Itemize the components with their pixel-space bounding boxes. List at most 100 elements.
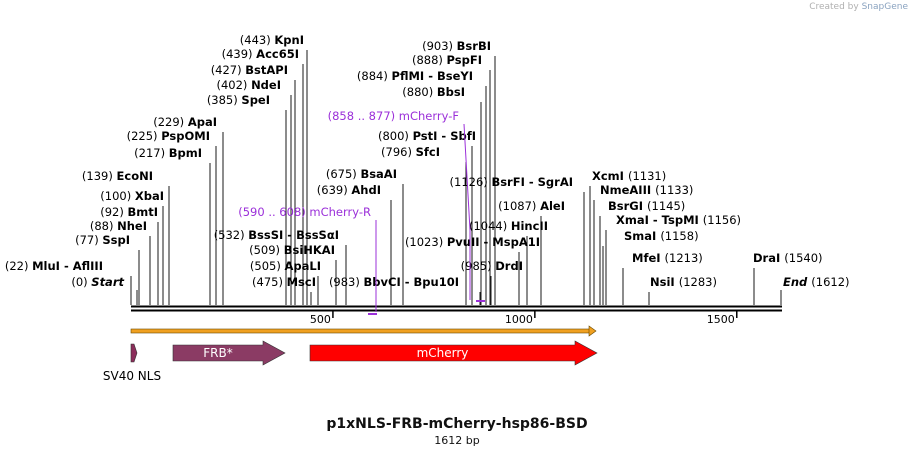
site-label: (509) BsiHKAI xyxy=(249,243,335,257)
feature-arrow xyxy=(172,340,286,366)
site-enzyme-name: HincII xyxy=(511,219,548,233)
site-label: DraI (1540) xyxy=(753,251,823,265)
site-position: (884) xyxy=(357,69,392,83)
restriction-site-sfci: (796) SfcI xyxy=(381,145,467,305)
primer-mcherry-r: (590 .. 608) mCherry-R xyxy=(238,205,377,315)
site-position: (439) xyxy=(222,47,257,61)
restriction-site-kpni: (443) KpnI xyxy=(240,33,308,305)
site-label: (903) BsrBI xyxy=(422,39,491,53)
site-enzyme-name: BsrFI - SgrAI xyxy=(491,175,573,189)
ruler-label: 500 xyxy=(310,313,331,326)
site-position: (475) xyxy=(252,275,287,289)
site-enzyme-name: SfcI xyxy=(416,145,440,159)
start-position: (0) xyxy=(71,275,91,289)
site-position: (1158) xyxy=(660,229,698,243)
feature-mcherry: mCherry xyxy=(309,340,598,366)
site-enzyme-name: XcmI xyxy=(592,169,628,183)
site-label: (439) Acc65I xyxy=(222,47,299,61)
site-enzyme-name: BsiHKAI xyxy=(284,243,335,257)
site-enzyme-name: PspOMI xyxy=(161,129,210,143)
site-enzyme-name: DraI xyxy=(753,251,784,265)
site-position: (880) xyxy=(402,85,437,99)
site-position: (1213) xyxy=(665,251,703,265)
site-label: (443) KpnI xyxy=(240,33,304,47)
site-label: (1023) PvuII - MspA1I xyxy=(405,235,540,249)
restriction-site-bsihkai: (509) BsiHKAI xyxy=(249,243,337,305)
site-position: (217) xyxy=(134,146,169,160)
site-position: (229) xyxy=(153,115,188,129)
site-label: (385) SpeI xyxy=(207,93,270,107)
site-position: (402) xyxy=(216,78,251,92)
site-label: (402) NdeI xyxy=(216,78,281,92)
restriction-site-bsrfi-sgrai: (1126) BsrFI - SgrAI xyxy=(450,175,585,305)
restriction-site-bbvci-bpu10i: (983) BbvCI - Bpu10I xyxy=(329,275,481,305)
site-enzyme-name: BsrGI xyxy=(608,199,647,213)
site-position: (903) xyxy=(422,39,457,53)
restriction-site-spei: (385) SpeI xyxy=(207,93,287,305)
site-label: (1126) BsrFI - SgrAI xyxy=(450,175,573,189)
restriction-site-pflmi-bseyi: (884) PflMI - BseYI xyxy=(357,69,487,305)
site-position: (1023) xyxy=(405,235,447,249)
site-position: (505) xyxy=(250,259,285,273)
feature-frb-: FRB* xyxy=(172,340,286,366)
restriction-site-econi: (139) EcoNI xyxy=(82,169,170,305)
site-label: MfeI (1213) xyxy=(632,251,703,265)
site-label: NsiI (1283) xyxy=(650,275,717,289)
restriction-site-nhei: (88) NheI xyxy=(90,219,151,305)
restriction-site-apai: (229) ApaI xyxy=(153,115,224,305)
restriction-site-xmai-tspmi: XmaI - TspMI (1156) xyxy=(605,213,741,305)
end-name: End xyxy=(783,275,811,289)
site-position: (675) xyxy=(326,167,361,181)
primer-name: mCherry-R xyxy=(309,205,371,219)
restriction-site-bsaai: (675) BsaAI xyxy=(326,167,404,305)
restriction-site-xbai: (100) XbaI xyxy=(100,189,164,305)
site-position: (1044) xyxy=(469,219,511,233)
restriction-site-bsrgi: BsrGI (1145) xyxy=(599,199,685,305)
site-position: (509) xyxy=(249,243,284,257)
site-label: (985) DrdI xyxy=(461,259,523,273)
primer-label: (858 .. 877) mCherry-F xyxy=(328,109,459,123)
site-enzyme-name: NsiI xyxy=(650,275,679,289)
site-position: (1133) xyxy=(655,183,693,197)
start-name: Start xyxy=(91,275,124,289)
restriction-site-alei: (1087) AleI xyxy=(498,199,565,305)
plasmid-length: 1612 bp xyxy=(434,434,480,447)
site-label: (427) BstAPI xyxy=(211,63,288,77)
restriction-site-acc65i: (439) Acc65I xyxy=(222,47,304,305)
site-position: (88) xyxy=(90,219,117,233)
site-position: (22) xyxy=(5,259,32,273)
site-label: (77) SspI xyxy=(75,233,130,247)
site-enzyme-name: AhdI xyxy=(351,183,381,197)
restriction-site-bsssi-bsss-i: (532) BssSI - BssSαI xyxy=(214,228,347,305)
feature-label: mCherry xyxy=(417,346,469,360)
site-enzyme-name: NmeAIII xyxy=(600,183,655,197)
site-label: (217) BpmI xyxy=(134,146,202,160)
restriction-site-mlui-afliii: (22) MluI - AflIII xyxy=(5,259,132,305)
site-label: (1044) HincII xyxy=(469,219,548,233)
brand-prefix: Created by xyxy=(809,2,859,12)
restriction-site-drdi: (985) DrdI xyxy=(461,259,523,305)
site-label: (475) MscI xyxy=(252,275,316,289)
site-position: (532) xyxy=(214,228,249,242)
restriction-site-ahdi: (639) AhdI xyxy=(317,183,392,305)
site-enzyme-name: PspFI xyxy=(447,53,482,67)
site-label: (100) XbaI xyxy=(100,189,164,203)
site-enzyme-name: Acc65I xyxy=(256,47,299,61)
ruler-label: 1000 xyxy=(505,313,533,326)
feature-arrow xyxy=(130,343,138,363)
restriction-site-nmeaiii: NmeAIII (1133) xyxy=(593,183,693,305)
site-label: BsrGI (1145) xyxy=(608,199,685,213)
site-label: (983) BbvCI - Bpu10I xyxy=(329,275,459,289)
restriction-site-ndei: (402) NdeI xyxy=(216,78,292,305)
site-enzyme-name: DrdI xyxy=(495,259,523,273)
site-label: (22) MluI - AflIII xyxy=(5,259,103,273)
plasmid-title: p1xNLS-FRB-mCherry-hsp86-BSD xyxy=(326,416,588,432)
site-position: (139) xyxy=(82,169,117,183)
site-position: (100) xyxy=(100,189,135,203)
site-label: (139) EcoNI xyxy=(82,169,153,183)
site-label: NmeAIII (1133) xyxy=(600,183,693,197)
restriction-site-pspomi: (225) PspOMI xyxy=(127,129,217,305)
site-label: (888) PspFI xyxy=(412,53,482,67)
feature-label: FRB* xyxy=(203,346,232,360)
site-enzyme-name: XbaI xyxy=(135,189,164,203)
